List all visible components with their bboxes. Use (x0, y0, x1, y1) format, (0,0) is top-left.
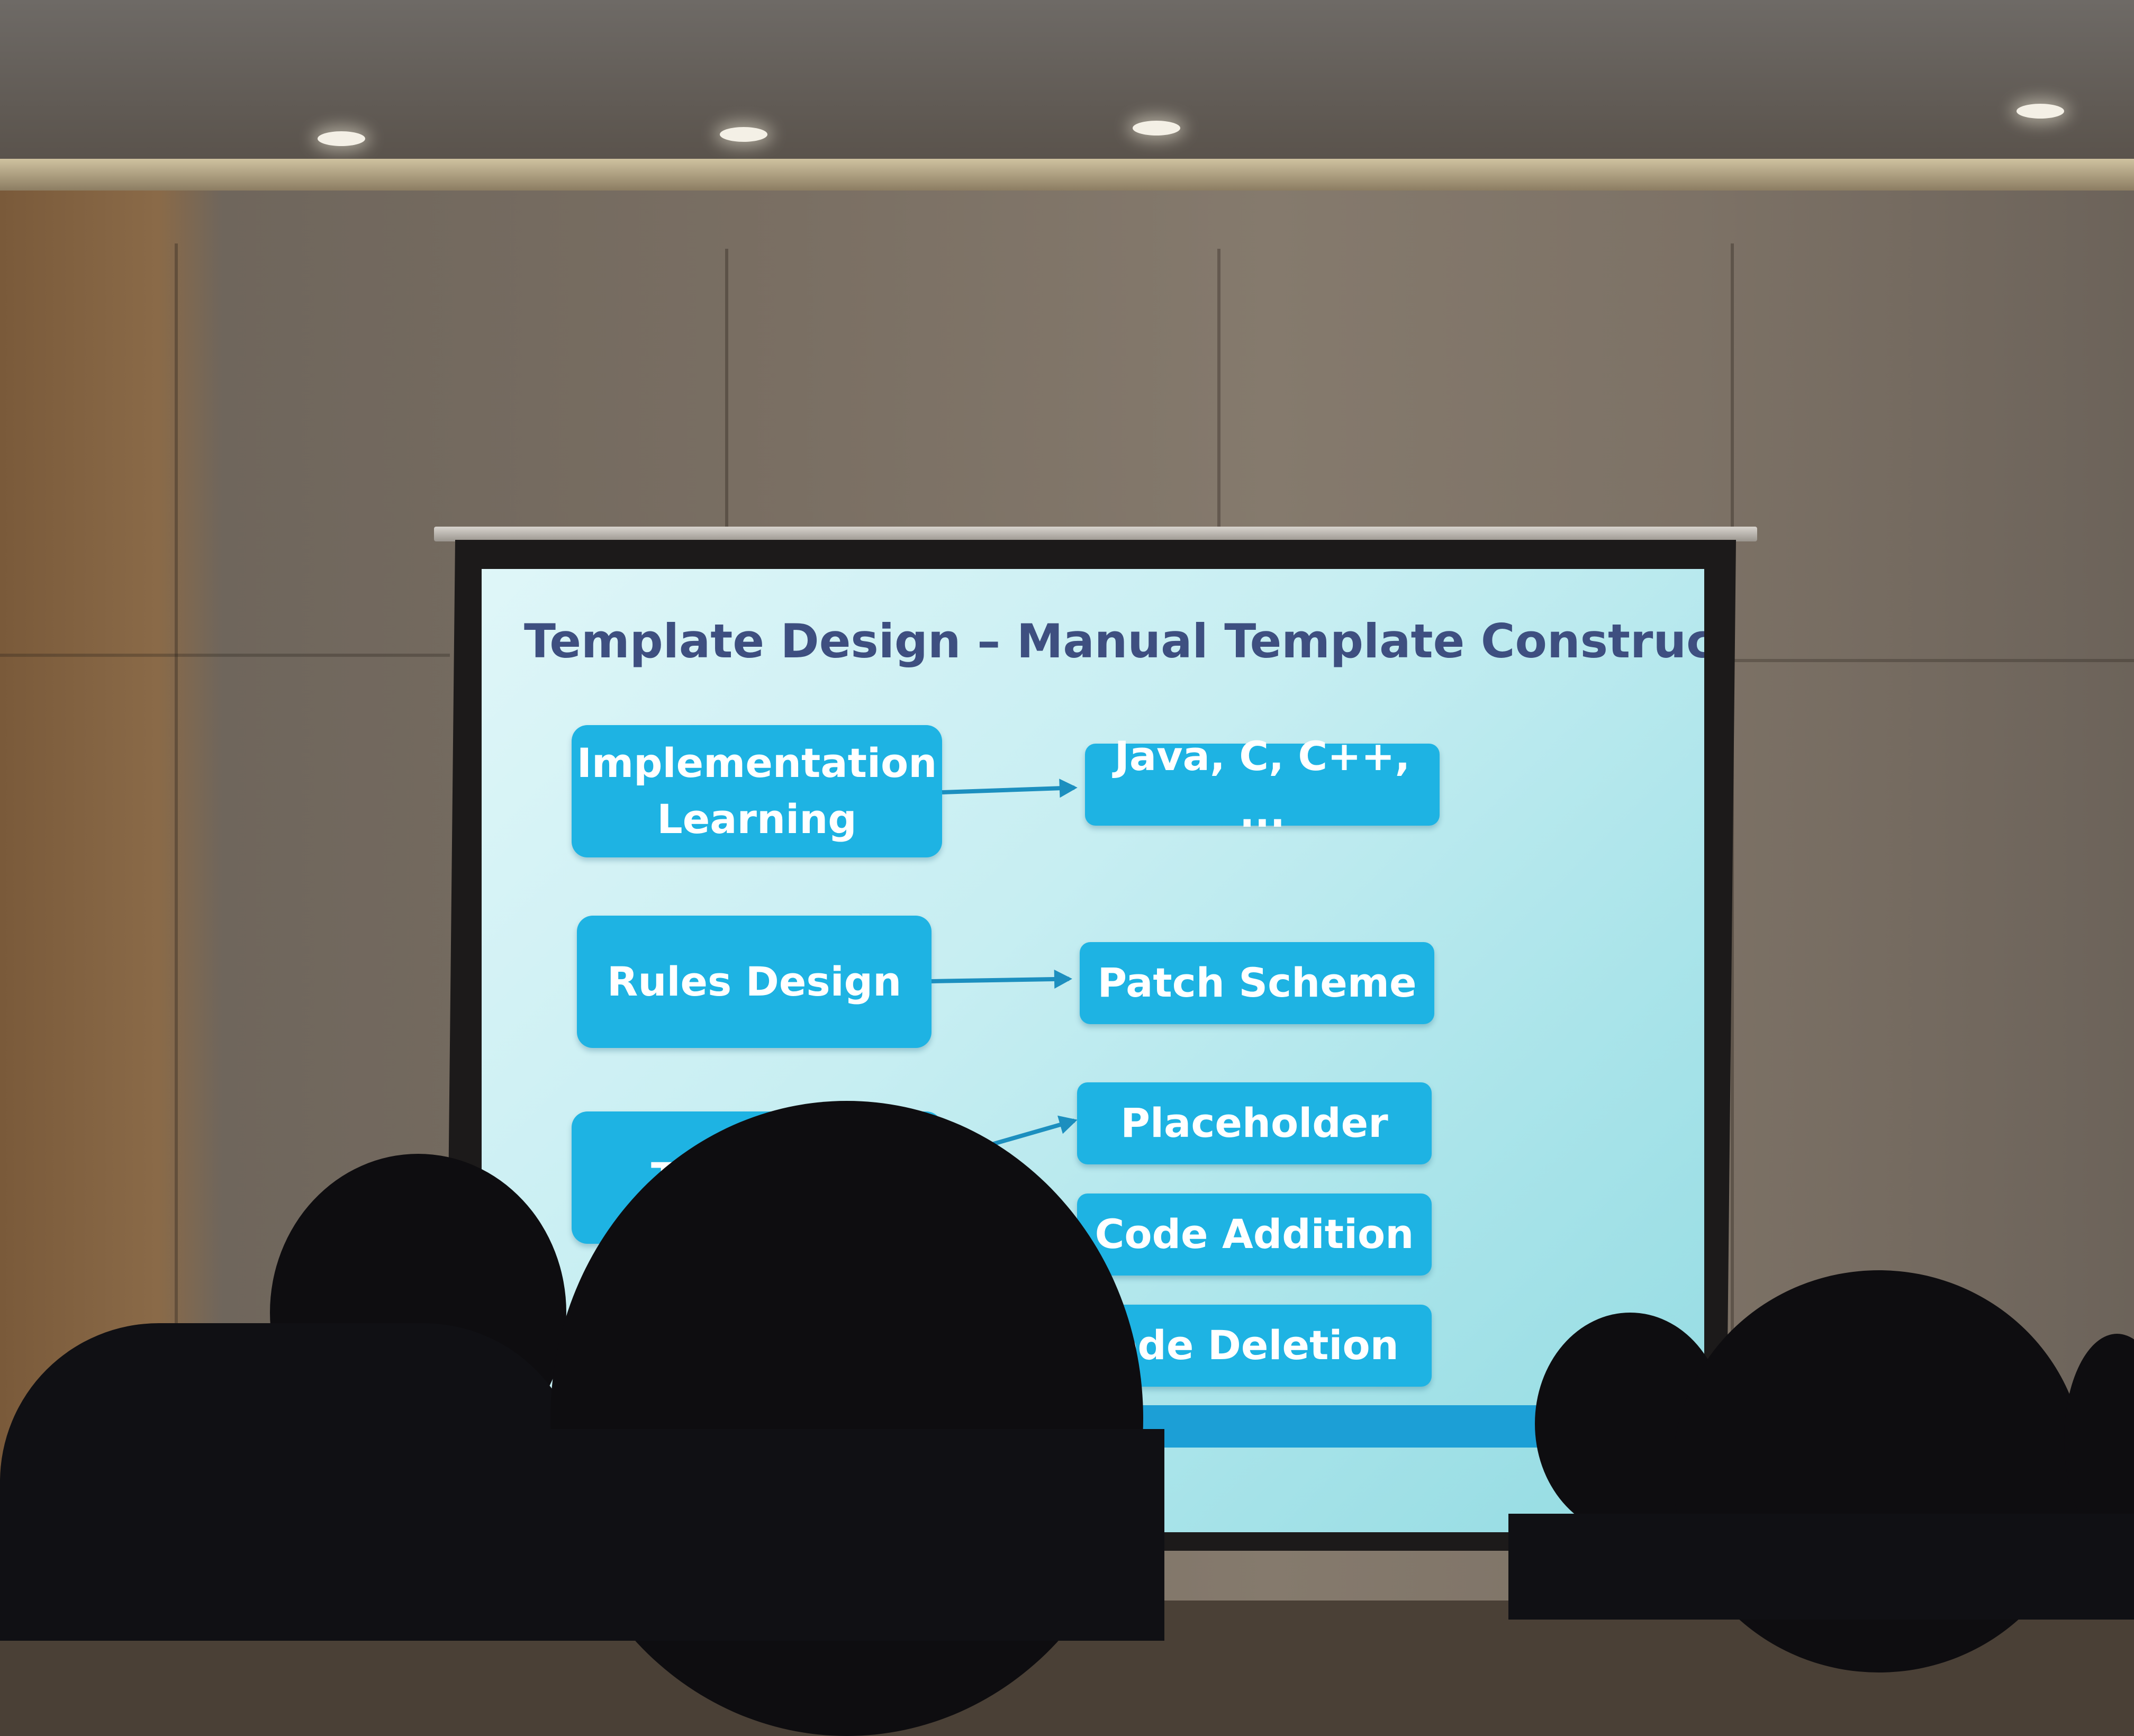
audience-head (550, 1101, 1143, 1736)
placeholder-box: Placeholder (1077, 1082, 1432, 1164)
wall-panel-seam (1731, 659, 2134, 662)
audience-body (0, 1323, 582, 1641)
code-addition-box: Code Addition (1077, 1194, 1432, 1276)
ceiling-light (2017, 104, 2064, 119)
arrow (931, 976, 1070, 983)
patch-scheme-box: Patch Scheme (1080, 942, 1434, 1024)
wall-panel-seam (175, 243, 178, 1408)
ceiling-trim (0, 159, 2134, 191)
projected-slide: Template Design – Manual Template Constr… (482, 569, 1704, 1532)
audience-body (529, 1429, 1164, 1641)
rules-design-box: Rules Design (577, 916, 932, 1048)
slide-title: Template Design – Manual Template Constr… (524, 614, 1704, 668)
audience-body (1508, 1514, 2134, 1620)
wall-panel-seam (1217, 249, 1220, 545)
ceiling-light (318, 131, 365, 146)
ceiling-light (1133, 121, 1180, 135)
wall-panel-seam (0, 654, 450, 657)
arrow (942, 785, 1074, 794)
ceiling-light (720, 127, 767, 142)
languages-box: Java, C, C++, ... (1085, 733, 1440, 836)
screen-housing (434, 527, 1757, 541)
implementation-learning-box: Implementation Learning (572, 725, 942, 857)
wall-panel-seam (725, 249, 728, 545)
